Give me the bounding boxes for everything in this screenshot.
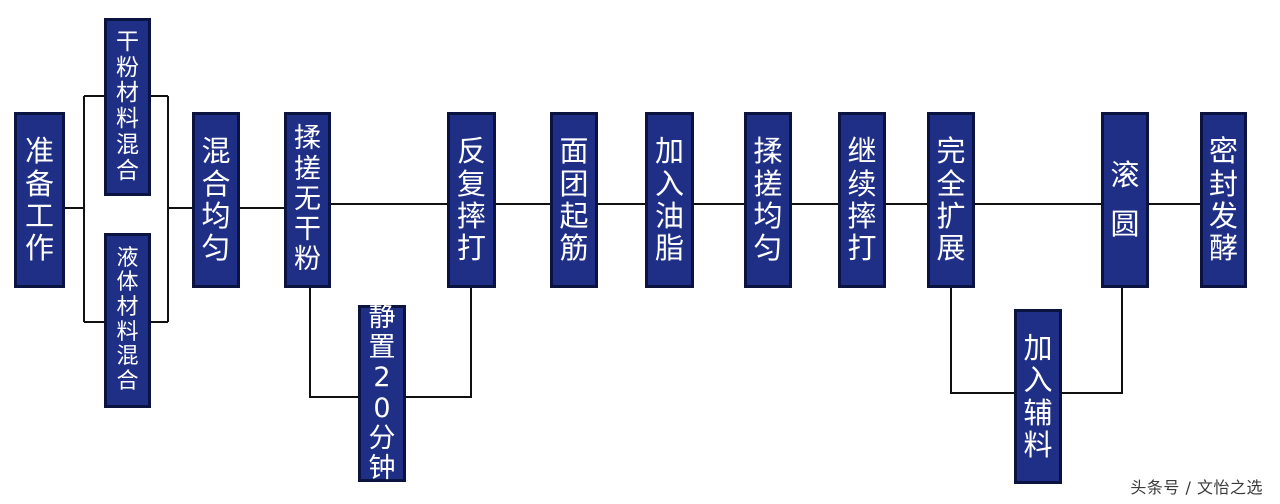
step-dry-mix-label: 干粉材料混合 xyxy=(116,28,139,184)
step-fully-extended-label: 完全扩展 xyxy=(936,134,966,266)
step-liquid-mix-label: 液体材料混合 xyxy=(116,245,139,394)
connector-knead-to-rest xyxy=(309,286,358,398)
step-add-fillings-label: 加入辅料 xyxy=(1023,330,1053,462)
connector-extended-to-fillings xyxy=(950,286,1015,394)
connector-fillings-to-round xyxy=(1061,286,1123,394)
connector-rest-to-beat xyxy=(405,286,472,398)
step-dry-mix: 干粉材料混合 xyxy=(104,18,151,196)
step-prepare-label: 准备工作 xyxy=(25,134,55,266)
step-rest-20min: 静置20分钟 xyxy=(358,301,406,484)
step-mix-evenly-label: 混合均匀 xyxy=(201,134,231,266)
step-knead-no-dry-flour: 揉搓无干粉 xyxy=(284,112,331,288)
step-rest-20min-label: 静置20分钟 xyxy=(368,301,396,484)
step-sealed-proofing-label: 密封发酵 xyxy=(1209,134,1239,266)
step-knead-evenly: 揉搓均匀 xyxy=(744,112,792,288)
step-continue-beating: 继续摔打 xyxy=(838,112,886,288)
step-liquid-mix: 液体材料混合 xyxy=(104,233,151,408)
step-knead-evenly-label: 揉搓均匀 xyxy=(753,134,783,266)
step-add-butter-label: 加入油脂 xyxy=(655,134,685,266)
step-prepare: 准备工作 xyxy=(14,112,65,288)
step-mix-evenly: 混合均匀 xyxy=(192,112,240,288)
step-add-fillings: 加入辅料 xyxy=(1014,309,1062,484)
step-continue-beating-label: 继续摔打 xyxy=(847,134,877,266)
step-gluten-forms: 面团起筋 xyxy=(550,112,598,288)
step-repeat-beating: 反复摔打 xyxy=(447,112,496,288)
step-add-butter: 加入油脂 xyxy=(645,112,694,288)
step-roll-round-label: 滚圆 xyxy=(1110,157,1140,241)
step-knead-no-dry-flour-label: 揉搓无干粉 xyxy=(294,123,321,276)
step-roll-round: 滚圆 xyxy=(1101,112,1149,288)
step-repeat-beating-label: 反复摔打 xyxy=(457,134,487,266)
watermark-text: 头条号 / 文怡之选 xyxy=(1130,478,1263,497)
step-gluten-forms-label: 面团起筋 xyxy=(559,134,589,266)
step-fully-extended: 完全扩展 xyxy=(927,112,975,288)
step-sealed-proofing: 密封发酵 xyxy=(1200,112,1247,288)
